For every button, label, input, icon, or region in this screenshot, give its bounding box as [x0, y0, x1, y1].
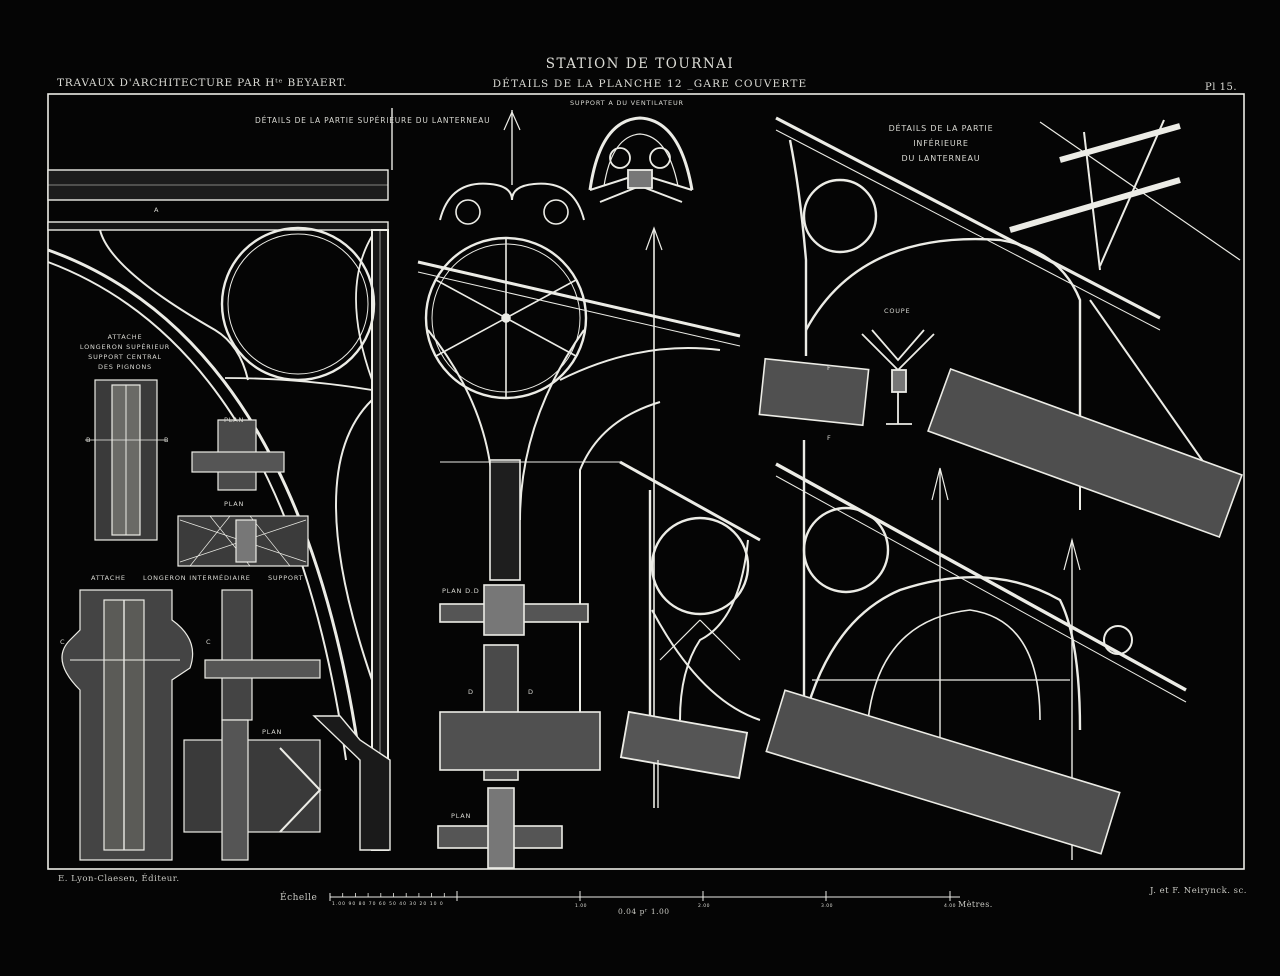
- attache-column-bottom: [61, 589, 194, 861]
- scale-ratio: 0.04 pʳ 1.00: [618, 907, 670, 916]
- left-arch-elevation: [47, 108, 393, 851]
- plate-number: Pl 15.: [1205, 82, 1238, 93]
- plate-subtitle: DÉTAILS DE LA PLANCHE 12 _GARE COUVERTE: [492, 78, 808, 90]
- label-plan-2: PLAN: [224, 500, 245, 508]
- lower-lanterneau-upper: [758, 116, 1243, 539]
- support-a-ventilator: [588, 116, 694, 203]
- scale-mark-4: 4.00: [944, 904, 957, 909]
- mark-c-left: C: [60, 638, 66, 646]
- label-plan-3: PLAN: [262, 728, 283, 736]
- mark-b-right: B: [164, 436, 170, 444]
- publisher-credit: E. Lyon-Claesen, Éditeur.: [58, 874, 180, 884]
- label-attache-4: DES PIGNONS: [98, 363, 152, 371]
- mark-f-top: F: [827, 364, 832, 372]
- label-attache-2: LONGERON SUPÉRIEUR: [79, 343, 171, 351]
- connector-details: [177, 419, 322, 861]
- label-right-title-1: DÉTAILS DE LA PARTIE: [888, 124, 994, 133]
- scale-mark-1: 1.00: [575, 904, 588, 909]
- upper-lanterneau-elevation: [417, 110, 741, 869]
- label-attache-3: SUPPORT CENTRAL: [88, 353, 162, 361]
- scale-bar: [329, 891, 960, 901]
- scale-word: Échelle: [280, 893, 318, 903]
- scale-units: Mètres.: [958, 900, 993, 909]
- label-longeron-intermediaire: LONGERON INTERMÉDIAIRE: [143, 574, 251, 582]
- plate-frame: [47, 93, 1245, 870]
- label-upper-lanterneau: DÉTAILS DE LA PARTIE SUPÉRIEURE DU LANTE…: [255, 116, 491, 125]
- label-plan-1: PLAN: [224, 416, 245, 424]
- scale-mark-2: 2.00: [698, 904, 711, 909]
- mark-d-right: D: [528, 688, 534, 696]
- scale-mark-3: 3.00: [821, 904, 834, 909]
- label-right-title-2: INFÉRIEURE: [913, 139, 969, 148]
- coupe-section: [861, 329, 935, 425]
- label-plan-dd: PLAN D.D: [442, 587, 480, 595]
- mark-f-bottom: F: [827, 434, 832, 442]
- label-coupe: COUPE: [884, 307, 911, 315]
- label-attache: ATTACHE: [91, 574, 126, 582]
- scale-small-ticks: 1.00 90 80 70 60 50 40 30 20 10 0: [332, 902, 444, 907]
- label-support: SUPPORT: [268, 574, 304, 582]
- mark-b-left: B: [86, 436, 92, 444]
- plate-title: STATION DE TOURNAI: [545, 56, 735, 72]
- lower-lanterneau-lower: [765, 440, 1187, 860]
- gable-bracket: [619, 460, 761, 808]
- mark-d-left: D: [468, 688, 474, 696]
- label-support-a: SUPPORT A DU VENTILATEUR: [570, 99, 684, 107]
- attache-column-top: [85, 379, 167, 541]
- label-right-title-3: DU LANTERNEAU: [901, 154, 981, 163]
- author-line: TRAVAUX D'ARCHITECTURE PAR Hᵗᵉ BEYAERT.: [57, 77, 348, 89]
- label-plan-4: PLAN: [451, 812, 472, 820]
- engraver-credit: J. et F. Neirynck. sc.: [1150, 886, 1247, 896]
- mark-c-right: C: [206, 638, 212, 646]
- mark-a: A: [154, 206, 160, 214]
- label-attache-1: ATTACHE: [107, 333, 143, 341]
